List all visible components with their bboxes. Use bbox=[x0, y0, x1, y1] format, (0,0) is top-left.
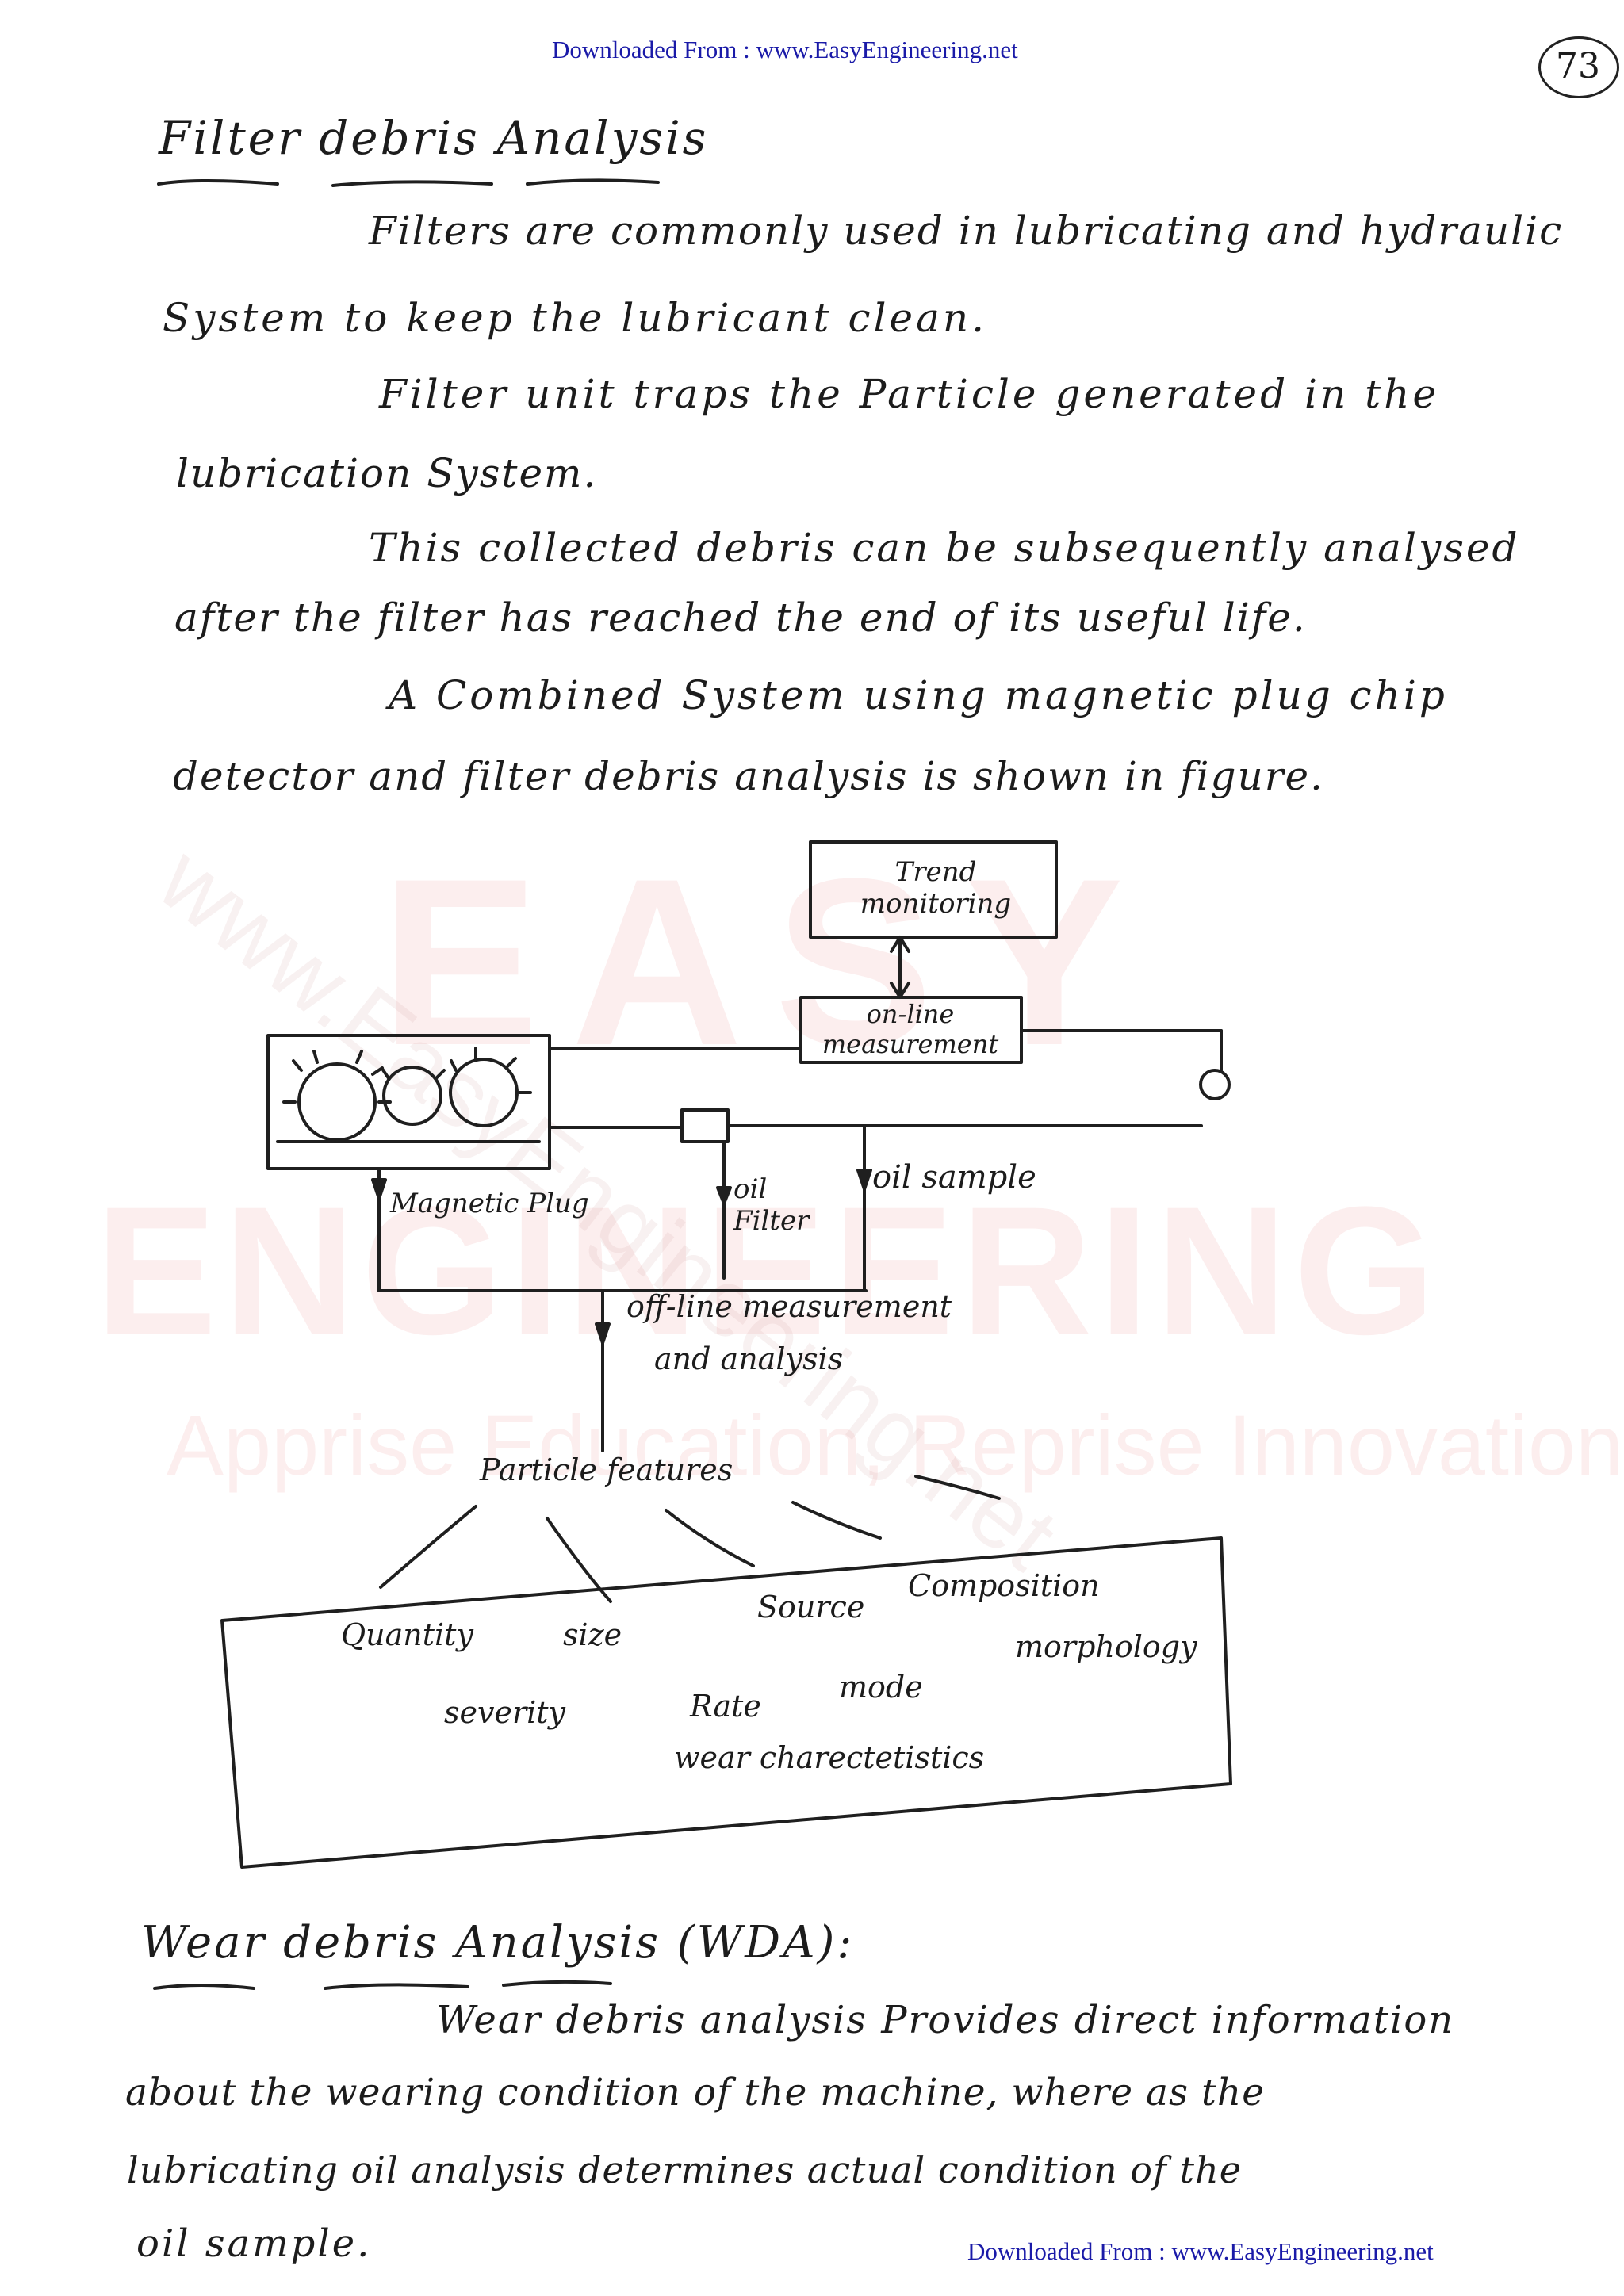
section1-line-5: This collected debris can be subsequentl… bbox=[369, 525, 1520, 571]
section2-line-2: about the wearing condition of the machi… bbox=[125, 2071, 1266, 2114]
watermark-easy: EASY bbox=[381, 828, 1155, 1095]
section2-line-3: lubricating oil analysis determines actu… bbox=[127, 2149, 1242, 2191]
reservoir bbox=[1199, 1069, 1231, 1100]
section1-line-1: Filters are commonly used in lubricating… bbox=[369, 208, 1564, 254]
gear bbox=[382, 1066, 442, 1126]
feature-quantity: Quantity bbox=[341, 1617, 473, 1652]
feature-wear-characteristics: wear charectetistics bbox=[674, 1740, 985, 1775]
feature-source: Source bbox=[757, 1590, 865, 1624]
header-download-link[interactable]: Downloaded From : www.EasyEngineering.ne… bbox=[552, 36, 1018, 63]
feature-rate: Rate bbox=[690, 1689, 761, 1724]
section2-line-1: Wear debris analysis Provides direct inf… bbox=[436, 1998, 1455, 2042]
trend-monitoring-box bbox=[809, 840, 1058, 939]
footer-download-link[interactable]: Downloaded From : www.EasyEngineering.ne… bbox=[967, 2237, 1434, 2265]
heading-underline bbox=[157, 179, 279, 186]
section1-heading: Filter debris Analysis bbox=[159, 111, 709, 165]
section2-heading: Wear debris Analysis (WDA): bbox=[141, 1917, 855, 1969]
feature-morphology: morphology bbox=[1015, 1629, 1197, 1664]
feature-severity: severity bbox=[444, 1695, 566, 1730]
section1-line-3: Filter unit traps the Particle generated… bbox=[379, 371, 1439, 417]
feature-composition: Composition bbox=[908, 1568, 1100, 1603]
machine-casing bbox=[266, 1034, 551, 1170]
section2-line-4: oil sample. bbox=[136, 2221, 372, 2266]
watermark-tagline: Apprise Education, Reprise Innovations bbox=[167, 1397, 1624, 1493]
heading-underline bbox=[526, 178, 660, 186]
filter-unit bbox=[680, 1108, 730, 1143]
heading-underline bbox=[153, 1984, 255, 1990]
diagram-offline-line1: off-line measurement bbox=[626, 1289, 952, 1324]
diagram-trend-monitoring: Trend monitoring bbox=[860, 856, 1012, 920]
feature-size: size bbox=[563, 1617, 622, 1652]
arrowhead bbox=[890, 936, 910, 953]
diagram-oil-sample: oil sample bbox=[872, 1159, 1036, 1196]
section1-line-8: detector and filter debris analysis is s… bbox=[173, 753, 1325, 799]
diagram-online-measurement: on-line measurement bbox=[822, 999, 999, 1059]
section1-line-4: lubrication System. bbox=[176, 450, 598, 496]
gear bbox=[449, 1058, 519, 1127]
diagram-magnetic-plug: Magnetic Plug bbox=[390, 1188, 589, 1219]
watermark-engineering: ENGINEERING bbox=[95, 1169, 1442, 1372]
section1-line-7: A Combined System using magnetic plug ch… bbox=[389, 672, 1448, 718]
page-number-circle bbox=[1538, 36, 1619, 98]
diagram-particle-features: Particle features bbox=[480, 1452, 733, 1487]
branch-line bbox=[379, 1505, 477, 1589]
section1-line-6: after the filter has reached the end of … bbox=[174, 595, 1307, 641]
heading-underline bbox=[324, 1983, 469, 1990]
diagram-oil-filter: oil Filter bbox=[733, 1173, 810, 1237]
feature-mode: mode bbox=[839, 1670, 923, 1705]
gear bbox=[297, 1062, 377, 1142]
diagram-offline-line2: and analysis bbox=[654, 1341, 844, 1376]
features-box bbox=[220, 1536, 1232, 1869]
heading-underline bbox=[502, 1980, 612, 1987]
heading-underline bbox=[331, 180, 493, 187]
section1-line-2: System to keep the lubricant clean. bbox=[163, 295, 987, 341]
page-number: 73 bbox=[1556, 46, 1600, 86]
